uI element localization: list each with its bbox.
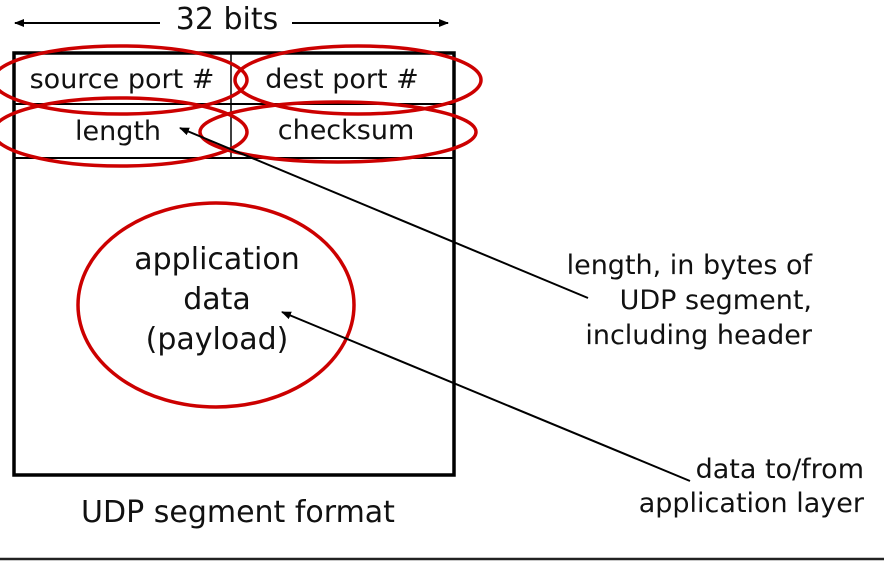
width-label: 32 bits [171,5,283,35]
segment-box [12,51,456,477]
length-annotation-line-2: UDP segment, [619,285,812,316]
payload-annotation-arrow [281,311,691,482]
length-annotation-line-3: including header [585,320,812,351]
field-source-port: source port # [29,64,215,95]
payload-line-3: (payload) [145,322,289,357]
diagram-title: UDP segment format [81,495,395,530]
highlight-length [0,96,249,168]
length-annotation-arrow [179,127,589,299]
highlight-source-port [0,44,249,116]
field-length: length [74,116,162,147]
highlight-dest-port [233,44,483,116]
payload-annotation-line-1: data to/from [695,454,864,485]
payload-annotation-line-2: application layer [638,488,864,519]
field-dest-port: dest port # [265,64,419,95]
highlight-checksum [198,100,478,164]
payload-line-2: data [183,282,251,317]
payload-line-1: application [134,242,300,277]
length-annotation-line-1: length, in bytes of [566,250,812,281]
highlight-payload [76,201,356,409]
field-checksum: checksum [277,115,415,146]
